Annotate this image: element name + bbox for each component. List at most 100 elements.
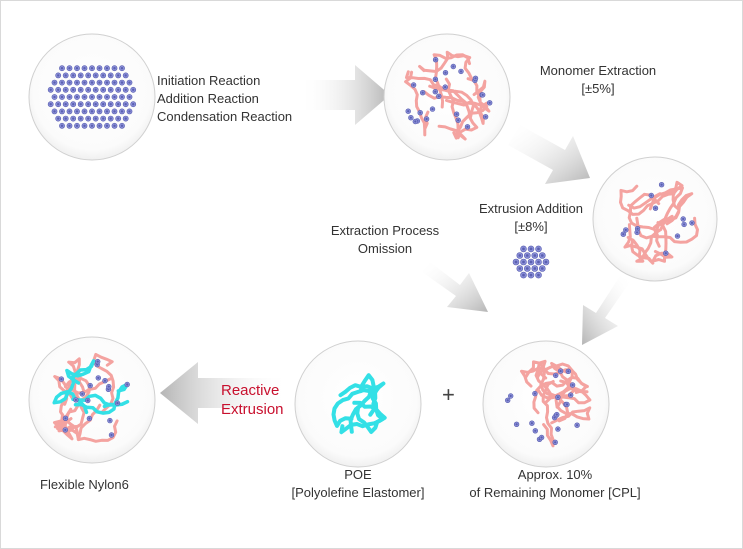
monomer-dot-core: [484, 115, 487, 118]
monomer-dot-core: [113, 124, 116, 127]
monomer-dot-core: [86, 399, 89, 402]
monomer-dot-core: [120, 67, 124, 70]
monomer-dot-core: [567, 370, 570, 373]
monomer-dot-core: [409, 116, 412, 119]
monomer-dot-core: [660, 183, 663, 186]
monomer-dot-core: [682, 217, 685, 221]
polymer-chain: [437, 77, 467, 141]
monomer-dot-core: [105, 81, 109, 84]
monomer-dot-core: [518, 254, 522, 257]
polymer-chain: [520, 366, 589, 388]
elastomer-chain: [339, 390, 387, 435]
monomer-dot-core: [434, 58, 437, 61]
monomer-dot-core: [540, 267, 544, 270]
plus-sign: +: [442, 382, 455, 407]
monomer-dot-core: [553, 416, 556, 419]
monomer-dot-core: [53, 95, 56, 99]
remaining-monomer-label: Approx. 10% of Remaining Monomer [CPL]: [455, 466, 655, 502]
monomer-dot-core: [64, 74, 67, 77]
monomer-dot-core: [68, 124, 71, 127]
monomer-dot-core: [437, 95, 440, 98]
poe-label: POE [Polyolefine Elastomer]: [278, 466, 438, 502]
monomer-dot-core: [421, 91, 424, 94]
monomer-dot-core: [53, 81, 56, 84]
monomer-dot-core: [109, 117, 112, 120]
arrow-extracted-to-remaining: [582, 276, 630, 345]
monomer-dot-core: [98, 110, 101, 113]
elastomer-chain: [65, 359, 96, 385]
extraction-omission-sub: Omission: [357, 241, 413, 256]
monomer-dot-core: [622, 233, 625, 236]
monomer-dot-core: [102, 74, 105, 77]
monomer-dot-core: [64, 117, 67, 120]
monomer-dot-core: [113, 110, 116, 113]
extracted-polymer-circle: [592, 156, 718, 282]
monomer-dot-core: [455, 113, 458, 116]
extrusion-addition-percent: [±8%]: [514, 219, 548, 234]
monomer-dot-core: [75, 81, 79, 84]
reaction-label-condensation: Condensation Reaction: [157, 109, 293, 124]
elastomer-chain: [348, 373, 376, 434]
monomer-dot-core: [126, 383, 129, 386]
monomer-dot-core: [72, 88, 75, 91]
monomer-dot-core: [128, 95, 131, 99]
monomer-dot-core: [124, 117, 127, 120]
arrow-polymer-to-extracted: [508, 125, 590, 184]
monomer-dot-core: [529, 273, 533, 277]
monomer-dot-core: [556, 428, 559, 431]
monomer-dot-core: [64, 103, 67, 106]
monomer-dot-core: [94, 117, 97, 120]
monomer-dot-core: [97, 376, 100, 379]
polymer-chain: [627, 180, 684, 211]
monomer-dot-core: [79, 103, 82, 106]
monomer-dot-core: [60, 124, 64, 127]
monomer-dot-core: [87, 103, 90, 106]
monomer-dot-core: [60, 67, 64, 70]
monomer-dot-core: [525, 267, 529, 270]
monomer-dot-core: [650, 194, 653, 197]
monomer-dot-core: [60, 95, 64, 99]
monomer-dot-core: [522, 247, 525, 251]
arrow-reactive-extrusion: [160, 362, 290, 424]
monomer-dot-core: [68, 67, 71, 70]
polymer-chain: [466, 77, 491, 113]
monomer-dot-core: [113, 95, 116, 99]
monomer-dot-core: [108, 419, 111, 422]
extrusion-addition-title: Extrusion Addition: [478, 201, 584, 216]
monomer-dot-core: [481, 93, 484, 96]
monomer-dot-core: [75, 124, 79, 127]
monomer-dot-core: [407, 110, 410, 113]
reaction-label-initiation: Initiation Reaction: [157, 73, 261, 88]
monomer-dot-core: [624, 228, 627, 231]
elastomer-chain: [338, 381, 386, 417]
monomer-dot-core: [636, 231, 639, 234]
monomer-dot-core: [79, 117, 82, 120]
flexible-nylon-circle: [28, 336, 156, 464]
monomer-dot-core: [68, 95, 71, 99]
monomer-dot-core: [94, 88, 97, 91]
monomer-dot-core: [60, 110, 64, 113]
monomer-dot-core: [529, 260, 533, 264]
monomer-dot-core: [452, 65, 455, 68]
monomer-dot-core: [683, 223, 686, 226]
monomer-dot-core: [664, 252, 667, 255]
monomer-dot-core: [90, 81, 94, 84]
monomer-dot-core: [554, 441, 557, 444]
monomer-dot-core: [537, 273, 540, 277]
reactive-extrusion-line2: Extrusion: [221, 401, 284, 418]
poe-subtitle: [Polyolefine Elastomer]: [291, 485, 425, 500]
monomer-dot-core: [525, 254, 529, 257]
monomer-dot-core: [105, 124, 109, 127]
monomer-dots: [47, 65, 137, 129]
monomer-dot-core: [102, 117, 105, 120]
monomer-dot-core: [533, 392, 536, 395]
polymer-chain: [651, 221, 674, 263]
monomer-dot-core: [576, 424, 579, 427]
polymer-chain: [57, 372, 86, 433]
monomer-dot-core: [83, 110, 86, 113]
remaining-monomer-title: Approx. 10%: [517, 467, 593, 482]
monomer-dot-core: [83, 95, 86, 99]
monomer-dot-core: [518, 267, 522, 270]
